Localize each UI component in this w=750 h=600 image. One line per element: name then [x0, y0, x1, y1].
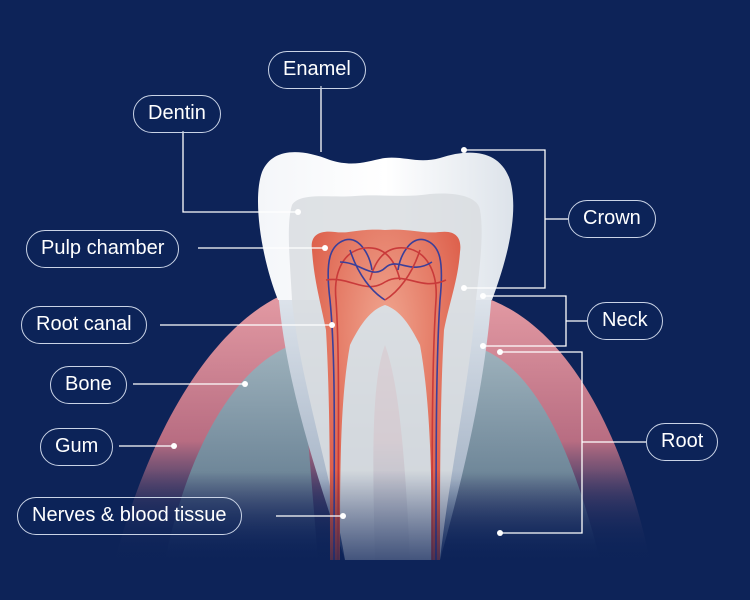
leader-dots	[171, 147, 503, 536]
label-root-canal: Root canal	[21, 306, 147, 344]
label-neck: Neck	[587, 302, 663, 340]
label-dentin: Dentin	[133, 95, 221, 133]
label-bone: Bone	[50, 366, 127, 404]
leader-lines	[119, 86, 646, 534]
label-gum: Gum	[40, 428, 114, 466]
label-root: Root	[646, 423, 719, 461]
label-enamel: Enamel	[268, 51, 366, 89]
label-crown: Crown	[568, 200, 656, 238]
pulp-chamber-shape	[311, 229, 461, 560]
label-nerves-blood-tissue: Nerves & blood tissue	[17, 497, 242, 535]
nerves-blood-vessels	[325, 238, 447, 561]
label-pulp-chamber: Pulp chamber	[26, 230, 180, 268]
